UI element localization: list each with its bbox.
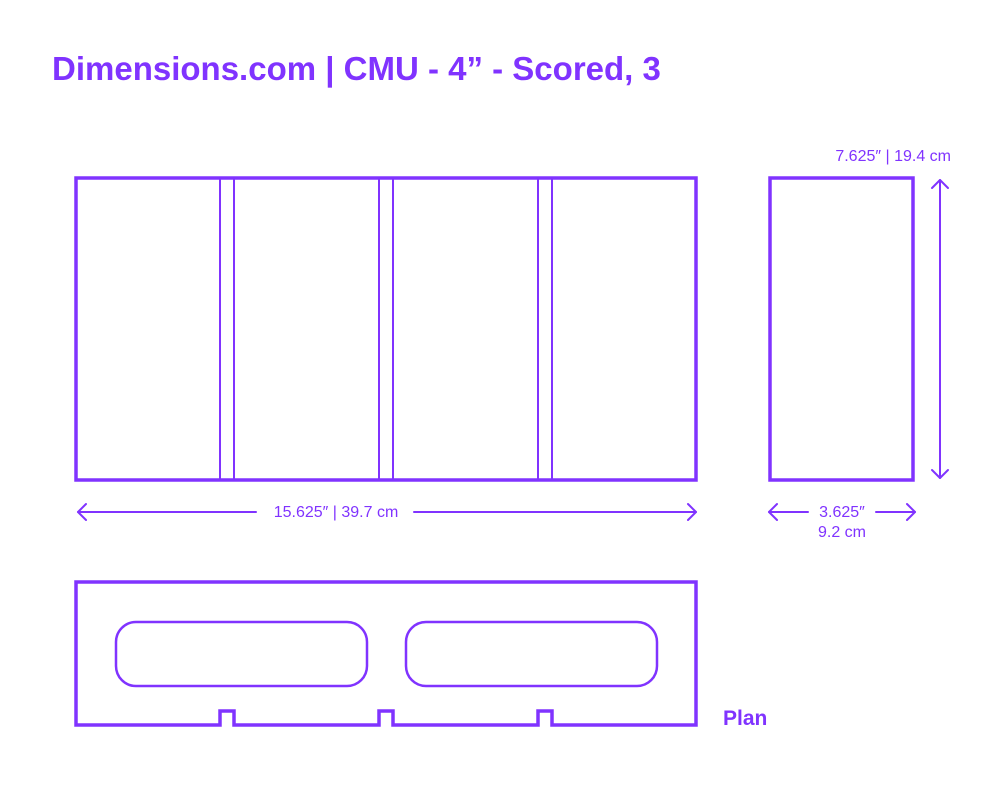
plan-core-right	[404, 620, 659, 688]
plan-core-left	[114, 620, 369, 688]
side-elevation	[768, 176, 949, 521]
arrow-up-icon	[931, 179, 949, 189]
arrow-down-icon	[931, 469, 949, 479]
arrow-right-icon	[687, 503, 697, 521]
depth-dimension-label-in: 3.625″	[819, 504, 865, 521]
plan-view	[74, 580, 698, 727]
plan-label: Plan	[723, 707, 767, 730]
arrow-left-icon	[77, 503, 87, 521]
width-dimension-line	[77, 503, 697, 521]
front-elevation	[74, 176, 698, 521]
depth-dimension-line	[768, 503, 916, 521]
height-dimension-line	[931, 179, 949, 479]
depth-dimension-label-cm: 9.2 cm	[818, 524, 866, 541]
arrow-left-icon	[768, 503, 778, 521]
width-dimension-label: 15.625″ | 39.7 cm	[274, 504, 399, 521]
score-lines	[219, 179, 553, 479]
height-dimension-label: 7.625″ | 19.4 cm	[835, 148, 951, 165]
side-block-outline	[768, 176, 915, 482]
page-title: Dimensions.com | CMU - 4” - Scored, 3	[52, 50, 661, 87]
front-block-outline	[74, 176, 698, 482]
arrow-right-icon	[906, 503, 916, 521]
plan-outline	[74, 580, 698, 727]
